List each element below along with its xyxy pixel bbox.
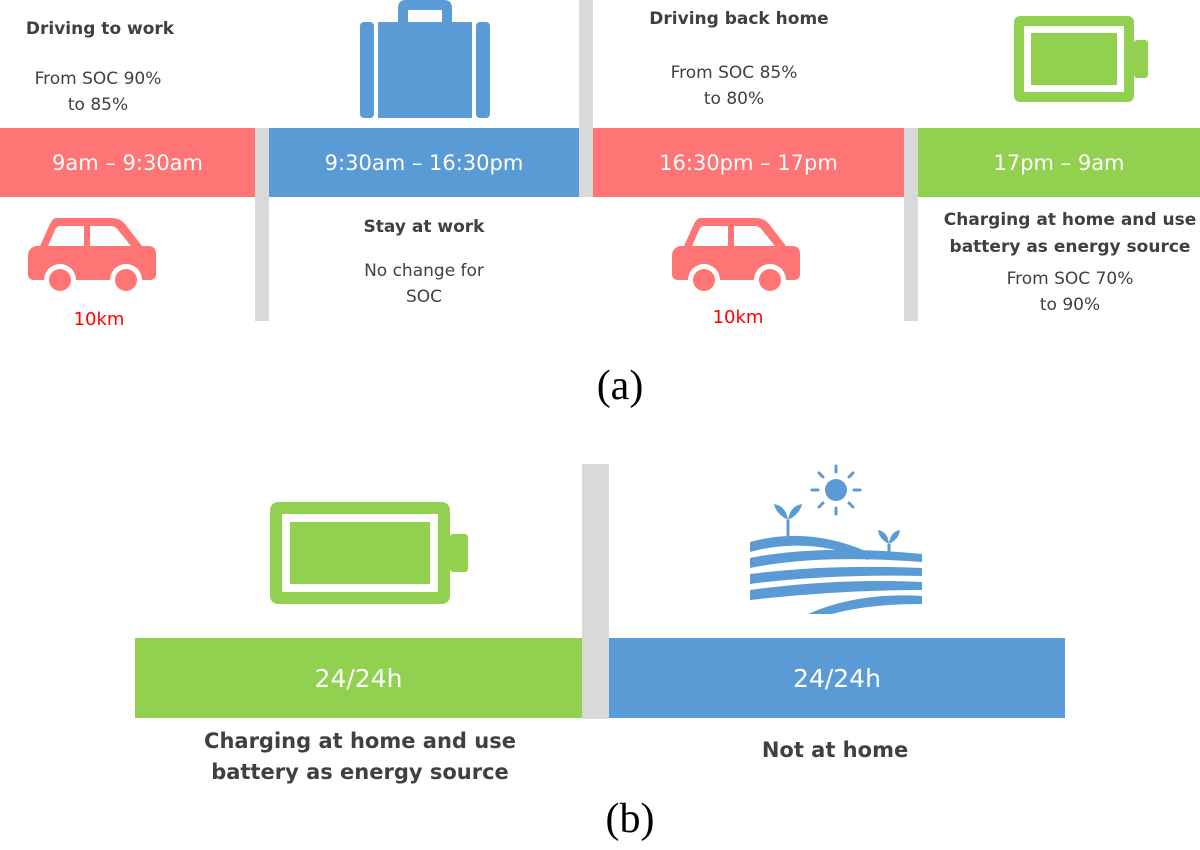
- time-label: 9am – 9:30am: [51, 150, 204, 175]
- time-band-at-work: 9:30am – 16:30pm: [269, 128, 579, 197]
- distance-label: 10km: [73, 309, 125, 330]
- segment-heading: Driving back home: [649, 9, 829, 29]
- time-band-driving-to-work: 9am – 9:30am: [0, 128, 255, 197]
- segment-heading: Stay at work: [363, 217, 485, 237]
- divider-3: [904, 128, 918, 321]
- time-label: 24/24h: [314, 663, 403, 693]
- distance-label: 10km: [712, 307, 764, 328]
- segment-heading: Charging at home and use battery as ener…: [943, 210, 1197, 257]
- soc-text: From SOC 85% to 80%: [670, 63, 798, 109]
- briefcase-icon: [360, 0, 490, 118]
- battery-icon: [270, 502, 468, 604]
- car-icon: [672, 218, 800, 296]
- time-label: 16:30pm – 17pm: [659, 150, 838, 175]
- home-label: Charging at home and use battery as ener…: [204, 729, 516, 784]
- away-label: Not at home: [761, 738, 909, 762]
- soc-text: From SOC 90% to 85%: [34, 69, 162, 115]
- time-label: 24/24h: [793, 663, 881, 693]
- divider-1: [255, 128, 269, 321]
- time-band-home: 24/24h: [135, 638, 582, 718]
- battery-icon: [1014, 16, 1148, 102]
- divider-2: [579, 0, 593, 197]
- panel-b-caption: (b): [605, 796, 655, 842]
- time-band-driving-home: 16:30pm – 17pm: [593, 128, 904, 197]
- soc-text: No change for SOC: [364, 261, 484, 307]
- divider-b: [582, 464, 609, 719]
- time-band-away: 24/24h: [609, 638, 1065, 718]
- farmland-sun-icon: [750, 464, 922, 614]
- segment-heading: Driving to work: [25, 19, 175, 39]
- soc-text: From SOC 70% to 90%: [1006, 269, 1134, 315]
- car-icon: [28, 218, 156, 296]
- panel-a-caption: (a): [596, 363, 644, 409]
- time-label: 17pm – 9am: [993, 150, 1125, 175]
- time-band-charging: 17pm – 9am: [918, 128, 1200, 197]
- time-label: 9:30am – 16:30pm: [324, 150, 524, 175]
